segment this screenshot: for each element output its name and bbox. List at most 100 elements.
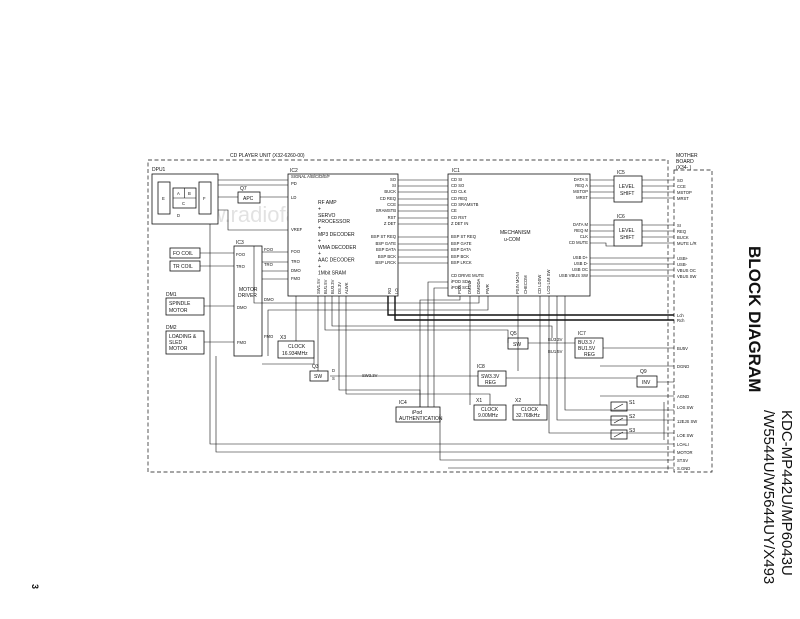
dm1-name-2: MOTOR xyxy=(169,308,188,314)
q9-block xyxy=(636,375,658,388)
q5-name: SW xyxy=(513,342,521,348)
ic8-name-1: SW3.3V xyxy=(481,374,500,380)
mother-pin-label: Rch xyxy=(677,318,685,323)
page-number: 3 xyxy=(30,584,40,590)
q5-ref: Q5 xyxy=(510,331,517,337)
mother-board-frame xyxy=(673,169,713,473)
dpu-inner-left xyxy=(157,181,171,215)
mother-pin-label: DGND xyxy=(677,364,689,369)
ic2-right-pin: Z DET xyxy=(384,221,397,226)
mother-pin-label: SI xyxy=(677,223,681,228)
ic3-name-1: MOTOR xyxy=(239,287,258,293)
ic2-right-pin: SRAMSTB xyxy=(376,208,396,213)
x1-ref: X1 xyxy=(476,398,482,404)
ic1-left-pin: BSP BCK xyxy=(451,254,469,259)
ic2-bottom-pin: LO xyxy=(394,288,399,294)
dpu-label: DPU1 xyxy=(152,167,166,173)
q9-ref: Q9 xyxy=(640,369,647,375)
mother-pin-label: MOTOR xyxy=(677,450,693,455)
ic2-right-pin: BUCK xyxy=(384,189,396,194)
mother-board-label-1: MOTHER xyxy=(676,153,698,159)
ic4-name-2: AUTHENTICATION xyxy=(399,416,443,422)
x3-name-1: CLOCK xyxy=(288,344,306,350)
ic7-name-1: BU3.3 / xyxy=(578,340,595,346)
mother-pin-label: S.GND xyxy=(677,466,690,471)
ic3-pin: FMO xyxy=(264,334,274,339)
ic1-right-pin: USB D+ xyxy=(573,255,589,260)
fo-coil-label: FO COIL xyxy=(173,251,193,257)
ic6-block xyxy=(613,219,643,247)
ic4-name-1: iPod xyxy=(412,410,422,416)
ic1-left-pin: BSP DATA xyxy=(451,247,471,252)
page-title: BLOCK DIAGRAM xyxy=(745,246,764,393)
model-title-line1: KDC-MP442U/MP6043U xyxy=(778,410,795,576)
ic2-left-pin: SIGNAL A/B/C/D/E/F xyxy=(291,174,330,179)
dpu-e: E xyxy=(162,196,165,201)
ic1-left-pin: iPOD SDA xyxy=(451,279,471,284)
q3-name: SW xyxy=(314,374,322,380)
ic2-bottom-pin: BU1.5V xyxy=(323,279,328,294)
ic2-ref: IC2 xyxy=(290,168,298,174)
ic2-left-pin: DMO xyxy=(291,268,302,273)
ic6-ref: IC6 xyxy=(617,214,625,220)
ic2-right-pin: CCE xyxy=(387,202,396,207)
ic1-left-pin: Z DET IN xyxy=(451,221,468,226)
ic2-title-line: + xyxy=(318,206,321,212)
ic7-ref: IC7 xyxy=(578,331,586,337)
x2-name-2: 32.768kHz xyxy=(516,413,540,419)
ic2-bottom-pin: SW1.5V xyxy=(316,278,321,294)
mother-pin-label: MSTOP xyxy=(677,190,692,195)
ic2-left-pin: PD xyxy=(291,181,297,186)
ic5-name-1: LEVEL xyxy=(619,184,635,190)
mother-pin-label: REQ xyxy=(677,229,687,234)
q7-block xyxy=(237,191,261,204)
dm2-name-2: SLED xyxy=(169,340,182,346)
ic1-left-pin: CD CLK xyxy=(451,189,467,194)
ic8-block xyxy=(477,370,507,387)
ic1-bottom-pin: LCD LIM SW xyxy=(546,270,551,294)
ic2-left-pin: FMO xyxy=(291,276,301,281)
ic1-left-pin: BSP LRCK xyxy=(451,260,472,265)
wiring xyxy=(200,179,674,469)
ic2-title-line: PROCESSOR xyxy=(318,219,350,225)
dpu-a: A xyxy=(177,191,180,196)
ic3-name-2: DRIVER xyxy=(238,293,257,299)
dpu-b: B xyxy=(188,191,191,196)
ic1-right-pin: REQ A xyxy=(575,183,588,188)
dpu-inner-right xyxy=(198,181,212,215)
ic2-right-pin: BSP ST REQ xyxy=(371,234,397,239)
ic6-name-2: SHIFT xyxy=(620,235,634,241)
dpu-f: F xyxy=(203,196,206,201)
x2-block xyxy=(512,404,548,421)
ic1-left-pin: CE xyxy=(451,208,457,213)
ic1-right-pin: USB OC xyxy=(572,267,588,272)
ic2-right-pin: BSP GATE xyxy=(375,241,396,246)
switch-net: LOS SW xyxy=(677,405,693,410)
switch-ref: S2 xyxy=(629,414,635,420)
ic1-left-pin: BSP GATE xyxy=(451,241,472,246)
ic7-net-bu33: BU3.3V xyxy=(548,337,563,342)
x1-name-2: 9.00MHz xyxy=(478,413,499,419)
ic2-title-line: MP3 DECODER xyxy=(318,232,355,238)
ic8-name-2: REG xyxy=(485,380,496,386)
ic2-bottom-pin: DS.3V xyxy=(337,282,342,294)
q9-name: INV xyxy=(642,380,651,386)
ic5-ref: IC5 xyxy=(617,170,625,176)
ic1-left-pin: CD SRAMSTB xyxy=(451,202,479,207)
x3-ref: X3 xyxy=(280,335,286,341)
ic1-right-pin: DATA S xyxy=(574,177,588,182)
mother-pin-label: AGND xyxy=(677,394,689,399)
ic2-title-line: AAC DECODER xyxy=(318,258,355,264)
mother-pin-label: ST.5V xyxy=(677,458,688,463)
ic6-name-1: LEVEL xyxy=(619,228,635,234)
q7-ref: Q7 xyxy=(240,186,247,192)
ic2-right-pin: RST xyxy=(388,215,397,220)
mother-board-label-3: (X34- ) xyxy=(676,165,692,171)
mother-pin-label: SO xyxy=(677,178,684,183)
ic1-title-1: MECHANISM xyxy=(500,230,531,236)
ic3-pin: FOO xyxy=(236,252,246,257)
